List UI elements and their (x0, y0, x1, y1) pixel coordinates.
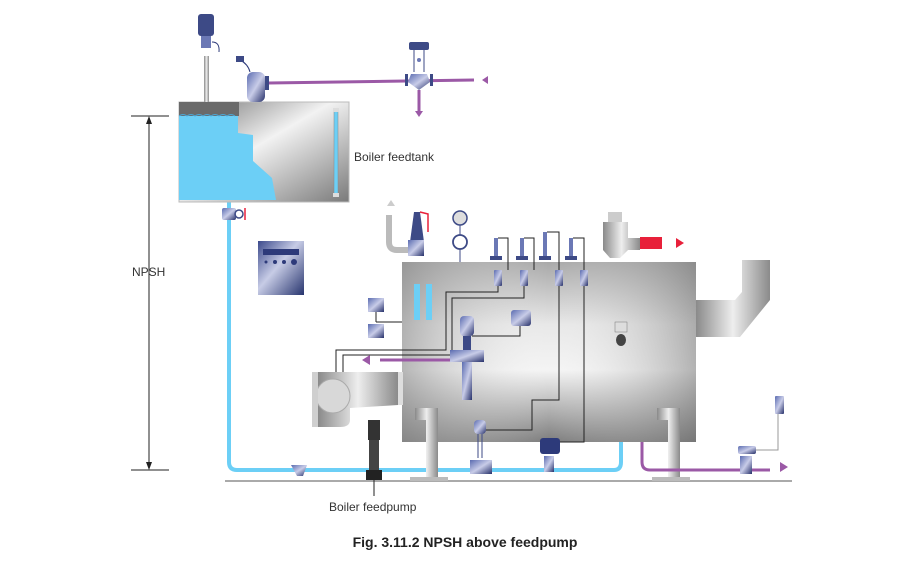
feed-control-valve (470, 420, 492, 474)
bottom-blowdown-pipe (640, 442, 770, 472)
steam-outlet-arrow (415, 111, 423, 117)
level-gauge-glass (333, 109, 339, 197)
blowdown-arrow (362, 355, 370, 365)
motorised-valve (540, 438, 560, 472)
deaerator-head (236, 56, 269, 102)
figure-caption: Fig. 3.11.2 NPSH above feedpump (352, 534, 578, 550)
bottom-blowdown-arrow (780, 462, 788, 472)
steam-supply-pipe (268, 78, 475, 85)
feedtank-label: Boiler feedtank (354, 150, 435, 164)
burner (312, 372, 403, 427)
boiler-support-right (652, 408, 690, 481)
blowdown-control-valve (738, 396, 784, 474)
boiler-feedpump (366, 420, 382, 496)
flame-detectors (368, 298, 384, 338)
feed-check-valve (614, 321, 628, 346)
safety-valve (386, 200, 429, 256)
control-panel (258, 241, 304, 295)
pressure-gauge (452, 210, 468, 262)
boiler-shell (402, 262, 696, 442)
strainer (291, 465, 307, 476)
level-controllers (494, 270, 588, 286)
npsh-label: NPSH (132, 265, 166, 279)
main-steam-valve (603, 212, 684, 258)
level-controller (198, 14, 220, 102)
npsh-dimension (131, 115, 169, 471)
steam-inlet-arrow (482, 76, 488, 84)
feedwater-pipe (227, 200, 623, 472)
steam-control-valve (405, 42, 433, 90)
boiler-support-left (410, 408, 448, 481)
blowdown-valve-assembly (450, 310, 531, 400)
tds-probes (414, 284, 432, 320)
tank-outlet-valve (222, 208, 246, 220)
feedpump-label: Boiler feedpump (329, 500, 417, 514)
instrument-wiring (335, 231, 585, 443)
flue-outlet (696, 260, 770, 337)
level-probes (490, 232, 577, 260)
boiler-feedtank (178, 101, 350, 203)
